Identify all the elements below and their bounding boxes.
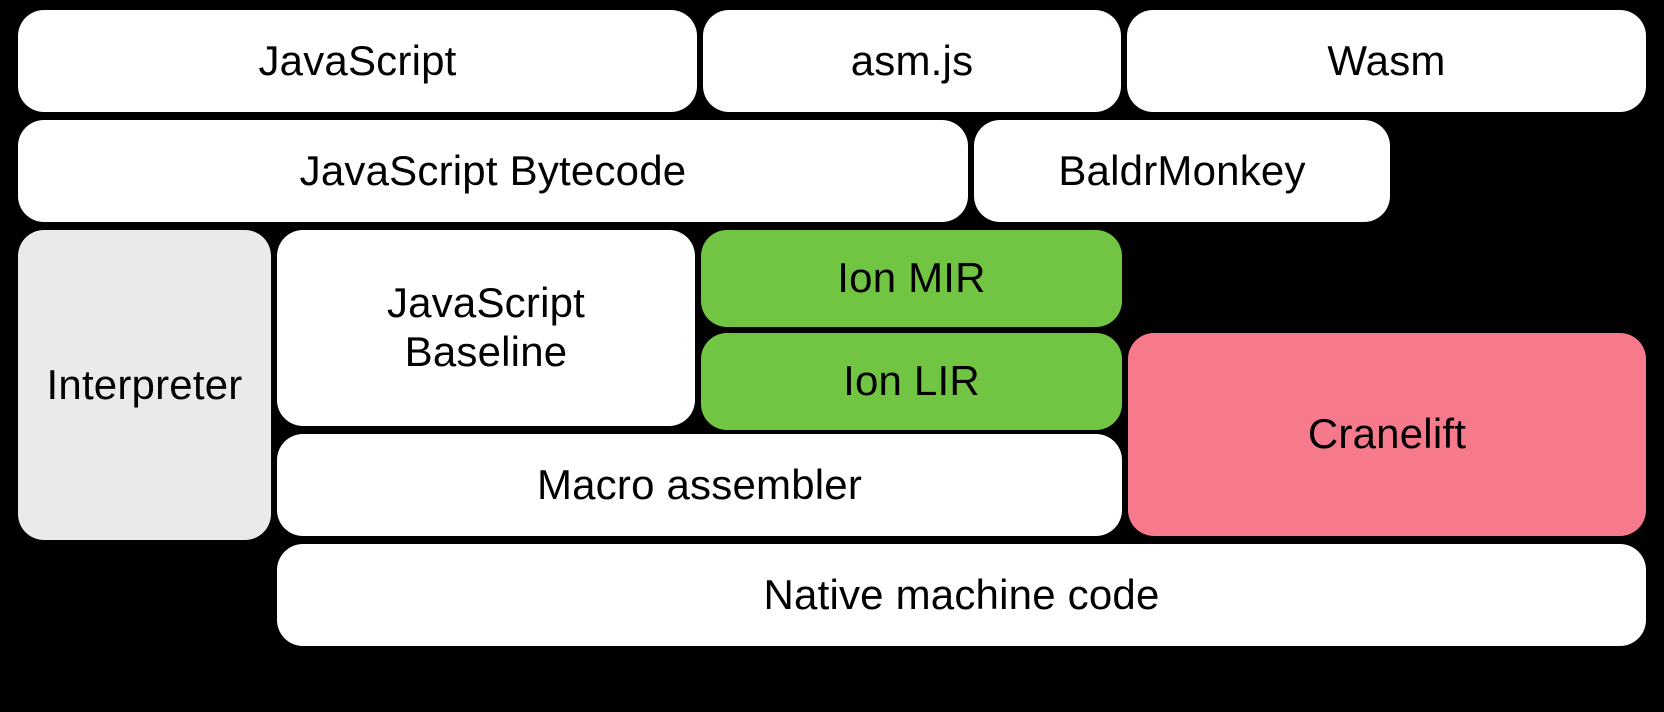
node-native-machine-code: Native machine code	[277, 544, 1646, 646]
node-baldrmonkey: BaldrMonkey	[974, 120, 1390, 222]
node-javascript: JavaScript	[18, 10, 697, 112]
node-ion-lir: Ion LIR	[701, 333, 1122, 430]
node-wasm: Wasm	[1127, 10, 1646, 112]
node-javascript-bytecode: JavaScript Bytecode	[18, 120, 968, 222]
node-cranelift: Cranelift	[1128, 333, 1646, 536]
node-asm-js: asm.js	[703, 10, 1121, 112]
node-ion-mir: Ion MIR	[701, 230, 1122, 327]
node-macro-assembler: Macro assembler	[277, 434, 1122, 536]
node-interpreter: Interpreter	[18, 230, 271, 540]
node-javascript-baseline: JavaScript Baseline	[277, 230, 695, 426]
